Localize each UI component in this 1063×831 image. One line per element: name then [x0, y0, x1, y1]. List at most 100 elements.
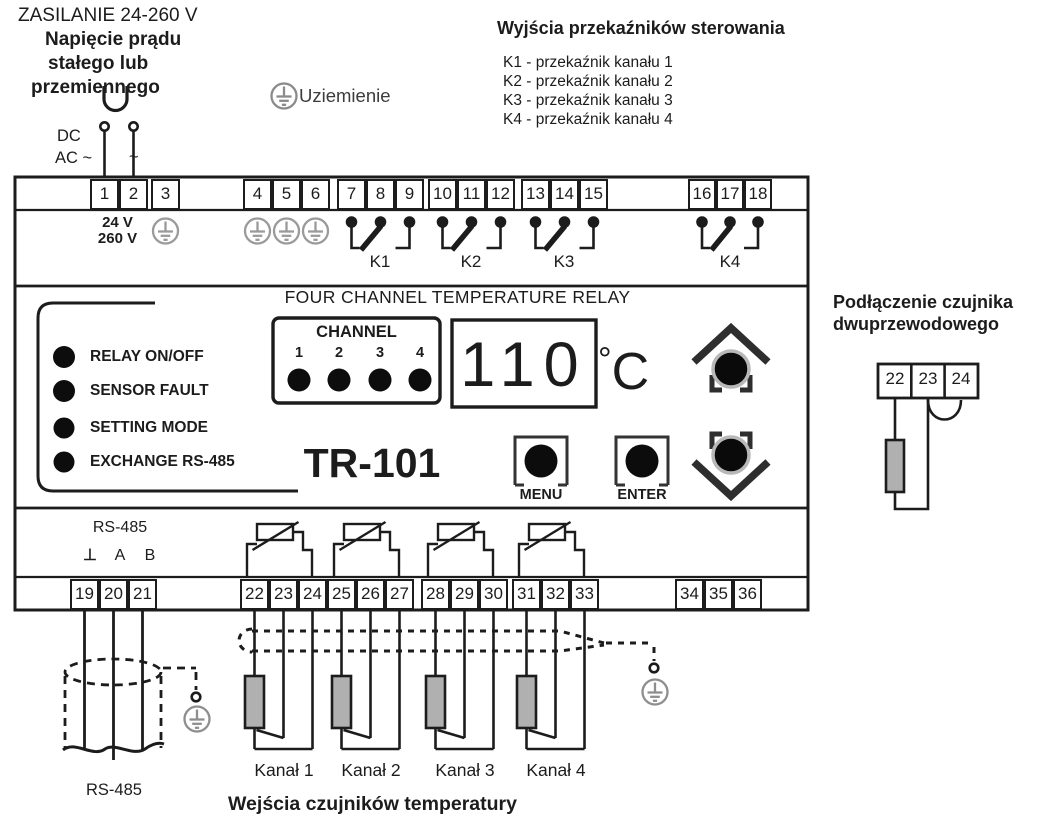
rs485-port-label: RS-485 — [92, 519, 148, 536]
legend-title: Wyjścia przekaźników sterowania — [497, 18, 785, 38]
terminal-27: 27 — [385, 579, 414, 610]
led-relay-on-off — [53, 346, 75, 368]
terminal-20: 20 — [99, 579, 128, 610]
terminal-5: 5 — [272, 179, 301, 210]
terminal-22: 22 — [240, 579, 269, 610]
terminal-8: 8 — [366, 179, 395, 210]
terminal-4: 4 — [243, 179, 272, 210]
rs485-pin-b: B — [144, 547, 156, 564]
channel-2-label: Kanał 2 — [341, 760, 401, 780]
terminal-7: 7 — [337, 179, 366, 210]
channel-1-label: Kanał 1 — [254, 760, 314, 780]
ground-icon — [301, 217, 330, 245]
thermistor-symbol-1 — [245, 520, 314, 579]
terminal-16: 16 — [688, 179, 716, 210]
channel-box-title: CHANNEL — [316, 323, 397, 341]
relay-contact-k4 — [696, 216, 764, 252]
terminal-28: 28 — [421, 579, 450, 610]
terminal-35: 35 — [704, 579, 733, 610]
channel-3-label: Kanał 3 — [435, 760, 495, 780]
terminal-25: 25 — [327, 579, 356, 610]
ground-icon — [151, 217, 180, 245]
up-arrow-icon — [691, 322, 771, 393]
relay-contact-k3 — [529, 216, 600, 252]
terminal-11: 11 — [457, 179, 486, 210]
relay-label-k1: K1 — [369, 252, 391, 271]
degree-symbol: ° — [598, 341, 612, 379]
temperature-display: 110 — [460, 330, 588, 400]
power-subtitle-line1: Napięcie prądu — [45, 29, 182, 50]
ground-icon — [641, 678, 669, 706]
led-label-exchange: EXCHANGE RS-485 — [90, 453, 235, 470]
led-exchange-rs485 — [53, 451, 75, 473]
terminal-23: 23 — [269, 579, 298, 610]
voltage-rating: 24 V 260 V — [97, 214, 138, 247]
terminal-1: 1 — [90, 179, 119, 210]
device-body — [13, 175, 810, 612]
two-wire-terminal-24: 24 — [951, 369, 971, 388]
channel-leds — [287, 368, 432, 392]
terminal-34: 34 — [675, 579, 704, 610]
two-wire-diagram — [876, 362, 980, 511]
led-label-relay: RELAY ON/OFF — [90, 348, 204, 365]
power-wires — [99, 86, 140, 178]
channel-number-4: 4 — [415, 345, 425, 361]
grounding-label: Uziemienie — [299, 85, 391, 106]
power-title: ZASILANIE 24-260 V — [18, 5, 198, 26]
thermistor-symbol-3 — [426, 520, 495, 579]
terminal-17: 17 — [716, 179, 744, 210]
display-unit: °C — [598, 341, 649, 402]
rs485-cable-label: RS-485 — [86, 781, 142, 799]
terminal-18: 18 — [744, 179, 772, 210]
panel-title: FOUR CHANNEL TEMPERATURE RELAY — [284, 287, 631, 307]
terminal-3: 3 — [151, 179, 180, 210]
terminal-2: 2 — [119, 179, 148, 210]
status-leds — [53, 346, 75, 473]
terminal-31: 31 — [512, 579, 541, 610]
two-wire-title-line1: Podłączenie czujnika — [833, 292, 1014, 312]
terminal-26: 26 — [356, 579, 385, 610]
dc-label: DC — [57, 127, 81, 145]
led-label-sensor-fault: SENSOR FAULT — [90, 382, 209, 399]
led-setting-mode — [53, 417, 75, 439]
terminal-30: 30 — [479, 579, 508, 610]
terminal-10: 10 — [428, 179, 457, 210]
sensor-channel-4 — [515, 608, 586, 751]
terminal-21: 21 — [128, 579, 157, 610]
menu-button-label: MENU — [519, 487, 563, 503]
ground-icon — [243, 217, 272, 245]
ac-label: AC ~ — [55, 149, 93, 167]
terminal-36: 36 — [733, 579, 762, 610]
terminal-6: 6 — [301, 179, 330, 210]
ground-icon — [183, 705, 211, 733]
legend-item-k1: K1 - przekaźnik kanału 1 — [503, 54, 673, 71]
relay-contact-k2 — [436, 216, 507, 252]
two-wire-title-line2: dwuprzewodowego — [833, 314, 999, 334]
terminal-32: 32 — [541, 579, 570, 610]
terminal-29: 29 — [450, 579, 479, 610]
led-sensor-fault — [53, 380, 75, 402]
sensor-inputs-caption: Wejścia czujników temperatury — [228, 793, 517, 815]
legend-item-k4: K4 - przekaźnik kanału 4 — [503, 111, 673, 128]
power-subtitle-line3: przemiennego — [31, 77, 160, 98]
power-subtitle-line2: stałego lub — [48, 53, 149, 74]
relay-label-k3: K3 — [553, 252, 575, 271]
led-label-setting-mode: SETTING MODE — [90, 419, 208, 436]
rs485-pin-gnd: ⊥ — [83, 547, 97, 564]
model-label: TR-101 — [303, 440, 441, 486]
earth-icon — [270, 82, 298, 110]
enter-button-label: ENTER — [617, 487, 667, 503]
relay-label-k2: K2 — [460, 252, 482, 271]
ac-tilde: ~ — [129, 148, 139, 166]
thermistor-symbol-4 — [517, 520, 586, 579]
legend-item-k3: K3 - przekaźnik kanału 3 — [503, 92, 673, 109]
terminal-24: 24 — [298, 579, 327, 610]
two-wire-terminal-23: 23 — [918, 369, 938, 388]
relay-label-k4: K4 — [719, 252, 741, 271]
channel-number-2: 2 — [334, 345, 344, 361]
two-wire-terminal-22: 22 — [885, 369, 905, 388]
enter-button-shape — [614, 435, 670, 487]
rs485-cable — [62, 609, 202, 760]
